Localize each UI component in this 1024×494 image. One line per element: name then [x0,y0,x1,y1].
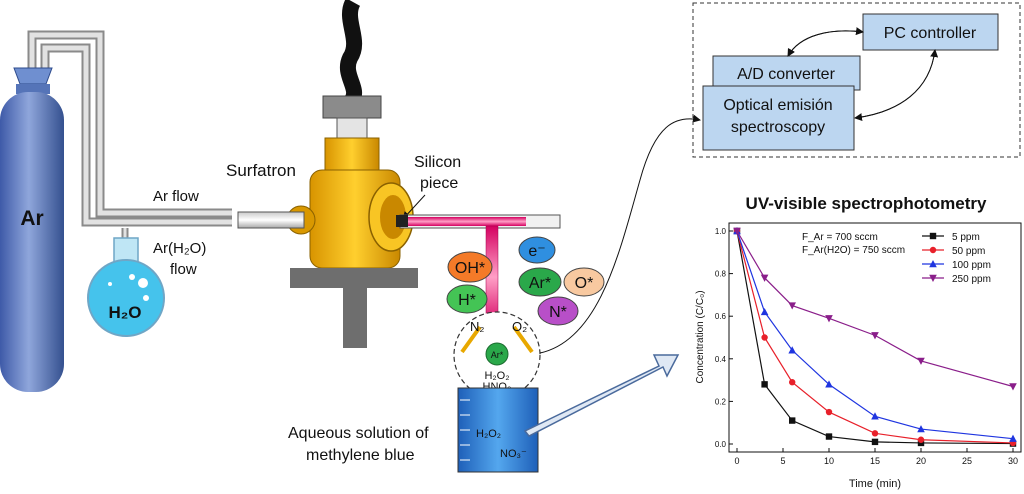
x-tick-label: 20 [916,456,926,466]
uv-vis-chart: UV-visible spectrophotometry Concentrati… [695,194,1022,490]
aqueous-label-2: methylene blue [306,447,415,464]
legend-marker [929,246,937,254]
data-point [788,346,796,354]
data-point [788,302,796,310]
zoom-h2o2-label: H₂O₂ [484,370,509,382]
y-tick-label: 0.0 [715,440,727,449]
chart-ylabel: Concentration (C/C₀) [695,290,706,383]
ad-converter-label: A/D converter [737,66,835,83]
x-tick-label: 10 [824,456,834,466]
data-point [761,334,768,341]
chart-legend: 5 ppm 50 ppm 100 ppm 250 ppm [922,232,991,285]
chart-annotation-far-h2o: F_Ar(H2O) = 750 sccm [802,245,905,256]
x-tick-label: 15 [870,456,880,466]
species-label-oh: OH* [455,260,485,277]
x-tick-label: 5 [780,456,785,466]
data-point [1009,383,1017,391]
silicon-piece-label-1: Silicon [414,154,461,171]
species-label-h: H* [458,292,476,309]
species-bubble-ar [518,267,562,297]
silicon-piece [396,215,408,227]
aqueous-label-1: Aqueous solution of [288,425,429,442]
data-point [733,227,741,235]
chart-series [733,227,1017,447]
species-bubble-o [563,267,605,297]
o2-label: O₂ [512,319,527,334]
data-point [825,380,833,388]
ar-h2o-flow-label-1: Ar(H₂O) [153,240,206,257]
y-tick-label: 1.0 [715,227,727,236]
beaker [457,387,539,473]
legend-marker [929,274,937,282]
surfatron-inlet-tube [237,211,305,229]
zoom-circle [453,311,541,399]
n2-label: N₂ [470,319,484,334]
instrument-panel [692,2,1021,158]
ar-cylinder-label: Ar [20,207,43,230]
pc-controller-label: PC controller [884,25,977,42]
legend-marker [929,260,937,268]
oes-label-1: Optical emisión [723,97,832,114]
x-tick-label: 25 [962,456,972,466]
species-label-n: N* [549,304,567,321]
chart-axes: 0 5 10 15 20 25 30 0.0 0.2 0.4 0.6 0.8 1.0 [715,222,1022,466]
zoom-to-oes-arrow [539,114,701,354]
data-point [871,412,879,420]
species-bubble-oh [447,251,493,283]
species-bubble-electron [518,236,556,264]
y-tick-label: 0.8 [715,270,727,279]
oes-label-2: spectroscopy [731,119,825,136]
y-tick-label: 0.2 [715,397,727,406]
silicon-piece-label-2: piece [420,175,458,192]
data-point [871,430,879,437]
flask-label: H₂O [108,303,141,322]
beaker-h2o2-label: H₂O₂ [476,428,501,440]
y-tick-label: 0.4 [715,355,727,364]
data-point [871,438,879,446]
data-point [760,307,769,316]
data-point [789,379,796,386]
data-point [825,315,833,323]
species-label-ar: Ar* [529,275,551,292]
argon-cylinder [0,67,64,392]
legend-marker [929,232,937,240]
legend-label: 5 ppm [952,232,980,243]
data-point [761,381,768,388]
surfatron-label: Surfatron [226,161,296,180]
data-point [825,433,833,440]
beaker-to-chart-arrow [523,354,680,437]
x-tick-label: 0 [734,456,739,466]
data-point [871,332,879,340]
species-bubbles: OH* e⁻ Ar* O* H* N* [446,236,605,326]
species-label-electron: e⁻ [528,243,545,260]
legend-label: 100 ppm [952,260,991,271]
zoom-ar-label: Ar* [491,350,504,360]
species-label-o: O* [575,275,594,292]
y-tick-label: 0.6 [715,312,727,321]
water-flask [87,237,165,337]
chart-annotation-far: F_Ar = 700 sccm [802,232,878,243]
chart-xlabel: Time (min) [849,478,901,490]
data-point [917,425,925,433]
species-bubble-n [537,296,579,326]
x-tick-label: 30 [1008,456,1018,466]
legend-label: 50 ppm [952,246,985,257]
data-point [917,357,925,365]
ar-flow-label: Ar flow [153,188,199,205]
plasma-tube [399,214,561,329]
legend-label: 250 ppm [952,274,991,285]
species-bubble-h [446,284,488,314]
data-point [789,417,796,424]
data-point [760,274,769,282]
ar-h2o-flow-label-2: flow [170,261,197,278]
data-point [1009,434,1017,442]
surfatron [286,0,418,348]
data-point [917,436,925,443]
beaker-no3-label: NO₃⁻ [500,448,527,460]
data-point [825,408,833,416]
chart-title: UV-visible spectrophotometry [746,194,987,213]
